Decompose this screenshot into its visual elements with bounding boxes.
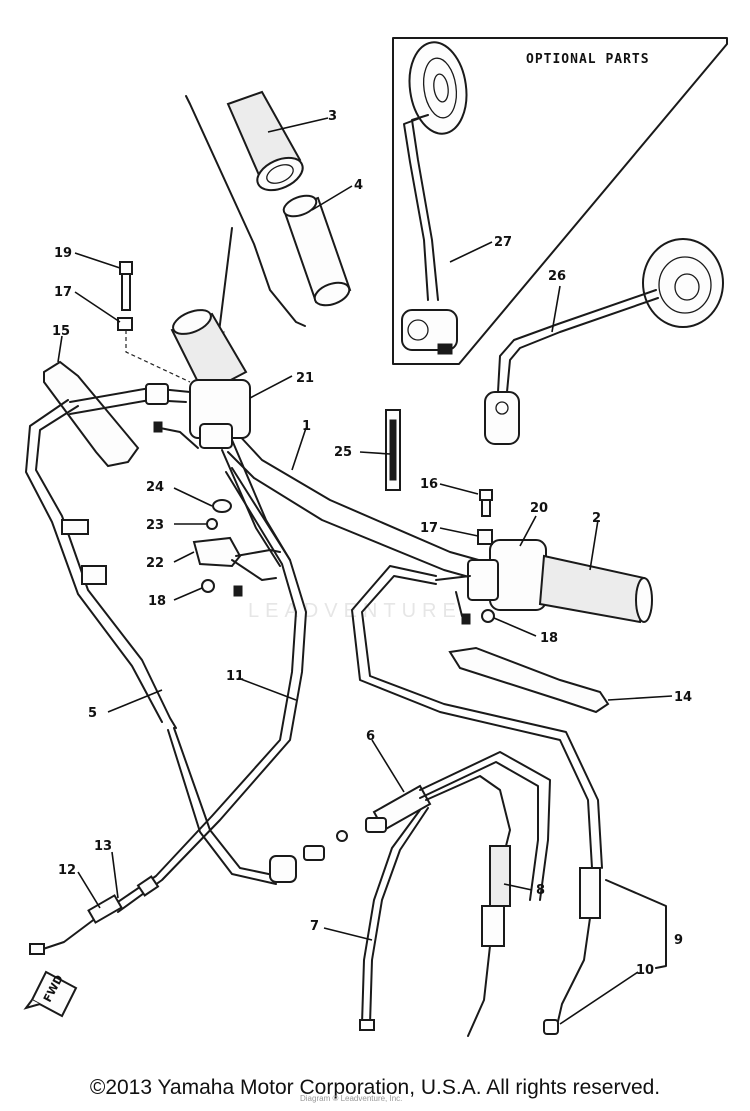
callout-17-upper: 17 (54, 285, 72, 300)
throttle-cable (29, 467, 307, 955)
callout-5: 5 (88, 706, 97, 721)
callout-10: 10 (636, 963, 654, 978)
callout-14: 14 (674, 690, 692, 705)
right-grip-assembly (435, 539, 653, 625)
callout-16: 16 (420, 477, 438, 492)
callout-24: 24 (146, 480, 164, 495)
callout-11: 11 (226, 669, 244, 684)
bracket-9 (605, 879, 667, 969)
fwd-arrow: FWD (23, 970, 78, 1018)
callout-4: 4 (354, 178, 363, 193)
mirror-26 (484, 238, 724, 445)
callout-27: 27 (494, 235, 512, 250)
callout-23: 23 (146, 518, 164, 533)
callout-13: 13 (94, 839, 112, 854)
optional-parts-frame (392, 37, 728, 365)
callout-25: 25 (334, 445, 352, 460)
callout-12: 12 (58, 863, 76, 878)
callout-17-lower: 17 (420, 521, 438, 536)
callout-9: 9 (674, 933, 683, 948)
copyright-notice: ©2013 Yamaha Motor Corporation, U.S.A. A… (89, 1076, 661, 1099)
callout-22: 22 (146, 556, 164, 571)
callout-8: 8 (536, 883, 545, 898)
callout-15: 15 (52, 324, 70, 339)
grip-inset (185, 90, 352, 348)
callout-3: 3 (328, 109, 337, 124)
callout-20: 20 (530, 501, 548, 516)
brake-lever (448, 646, 610, 714)
callout-6: 6 (366, 729, 375, 744)
callout-21: 21 (296, 371, 314, 386)
handlebar (221, 431, 501, 585)
optional-parts-heading: OPTIONAL PARTS (526, 52, 650, 67)
callout-7: 7 (310, 919, 319, 934)
brake-cable (351, 565, 603, 1035)
callout-18-left: 18 (148, 594, 166, 609)
publisher-credit: Diagram © Leadventure, Inc. (300, 1094, 403, 1103)
callout-18-right: 18 (540, 631, 558, 646)
junction-cables (269, 751, 551, 1037)
callout-19: 19 (54, 246, 72, 261)
leader-lines (57, 117, 673, 1025)
callout-1: 1 (302, 419, 311, 434)
mirror-27 (401, 41, 468, 355)
callout-2: 2 (592, 511, 601, 526)
clutch-cable (25, 399, 279, 885)
hardware (117, 261, 495, 623)
callout-labels: 1 2 3 4 5 6 7 8 9 10 11 12 13 14 15 16 1… (52, 109, 692, 978)
left-grip-assembly (153, 309, 251, 449)
callout-26: 26 (548, 269, 566, 284)
